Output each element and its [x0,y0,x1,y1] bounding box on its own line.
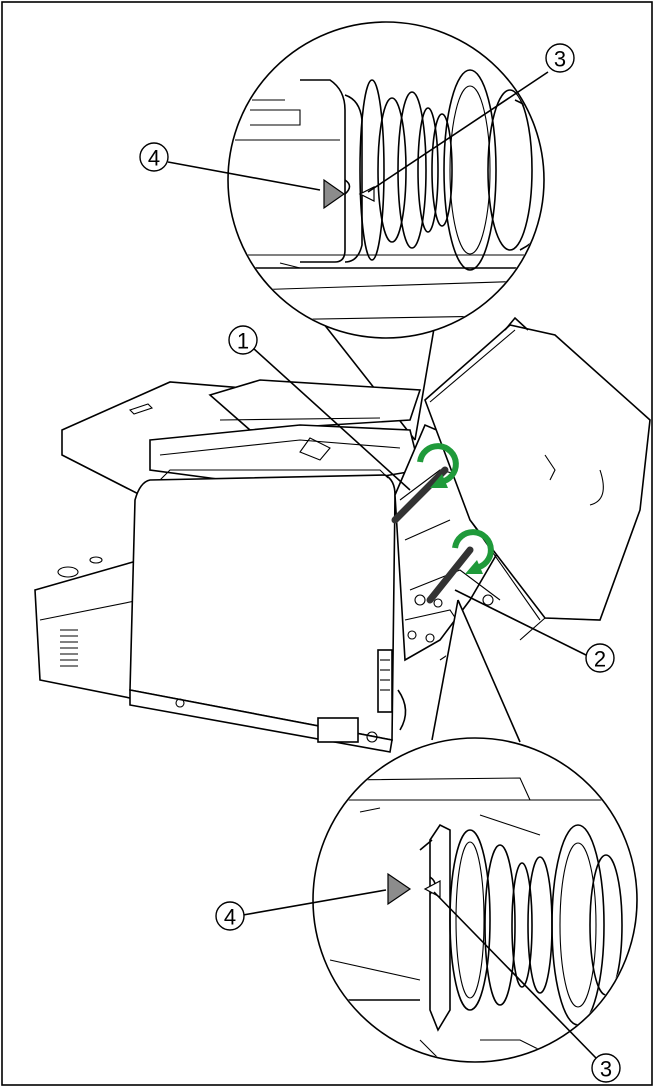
svg-text:4: 4 [224,905,236,930]
rotation-arrow-lower [452,529,494,574]
circular-arrow-icon [430,474,448,488]
svg-text:4: 4 [148,146,160,171]
roller-rod-2 [426,546,474,604]
callout-mid-1: 1 [228,325,258,355]
bottom-marker-3 [423,880,441,898]
bottom-detail-view [242,599,638,1063]
scanner-body [34,316,651,753]
callout-mid-2: 2 [585,643,615,673]
callout-bottom-3: 3 [591,1053,621,1083]
callout-bottom-4: 4 [215,901,245,931]
svg-text:3: 3 [600,1057,612,1082]
rotation-arrow-upper [417,443,459,488]
svg-text:2: 2 [594,647,606,672]
callout-top-3: 3 [545,43,575,73]
vent-grille [60,629,78,667]
circular-arrow-icon [465,560,483,574]
bottom-marker-4 [387,872,412,906]
bottom-magnifier-circle [312,737,638,1063]
top-marker-4 [323,178,346,210]
roller-rod-1 [391,466,449,524]
svg-text:1: 1 [237,329,249,354]
svg-text:3: 3 [554,47,566,72]
callout-top-4: 4 [139,142,169,172]
